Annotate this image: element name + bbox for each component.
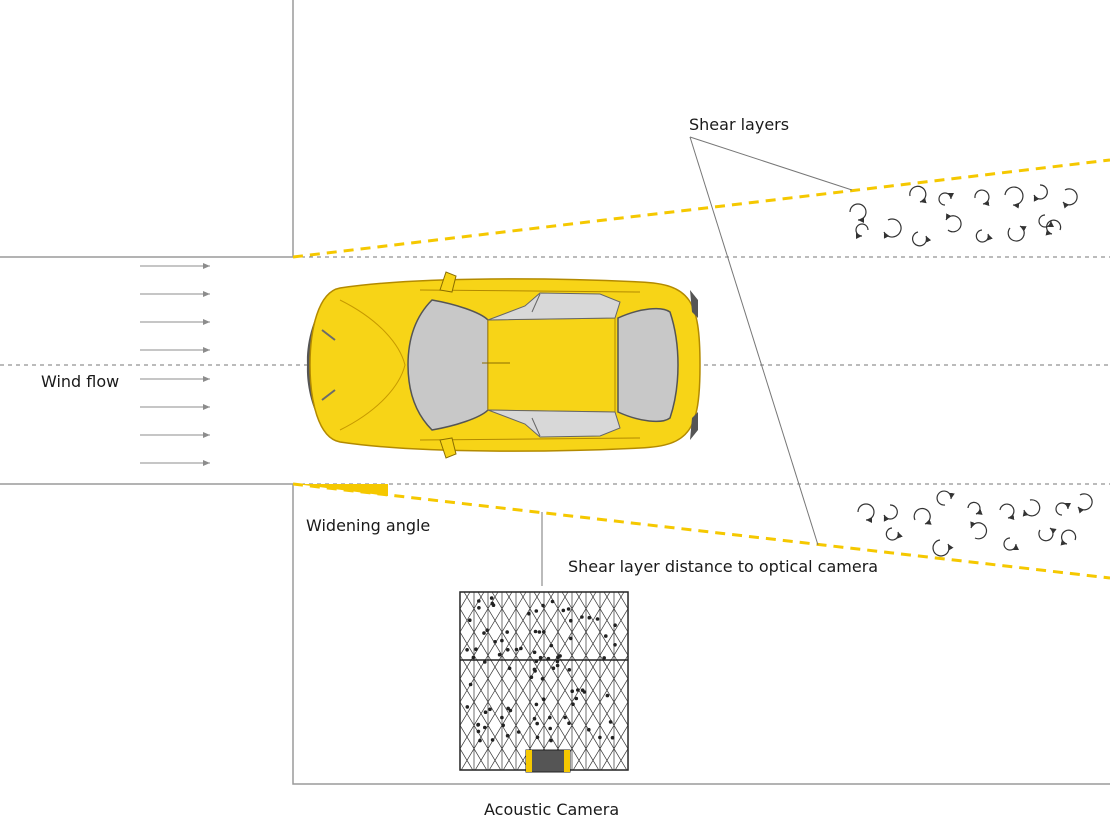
vortex-icon: [1038, 527, 1057, 542]
vortex-icon: [1003, 537, 1019, 551]
lower-vortices: [857, 490, 1093, 557]
vortex-icon: [855, 223, 869, 239]
vortex-icon: [1060, 529, 1077, 546]
vortex-icon: [1004, 186, 1024, 209]
rear-window: [617, 307, 679, 423]
vortex-icon: [883, 504, 898, 522]
widening-angle-wedge: [296, 484, 388, 496]
shear-layers-label: Shear layers: [689, 115, 789, 134]
vortex-icon: [1022, 499, 1041, 517]
upper-shear-layer: [292, 158, 1110, 259]
vortex-icon: [945, 213, 962, 233]
vortex-icon: [967, 501, 983, 515]
car-icon: [306, 271, 701, 459]
acoustic-camera-label: Acoustic Camera: [484, 800, 619, 819]
shear-layer-distance-label: Shear layer distance to optical camera: [568, 557, 878, 576]
acoustic-camera-icon: [459, 591, 629, 773]
vortex-icon: [883, 218, 902, 239]
vortex-icon: [938, 192, 954, 206]
side-mirror: [439, 437, 457, 459]
leader-lines: [541, 136, 853, 586]
vortex-icon: [909, 185, 927, 204]
lower-shear-layer: [292, 482, 1110, 580]
vortex-icon: [970, 521, 988, 540]
vortex-icon: [857, 503, 875, 523]
vortex-icon: [975, 229, 993, 243]
vortex-icon: [1007, 225, 1027, 242]
vortex-icon: [1077, 493, 1093, 514]
vortex-icon: [936, 490, 955, 506]
widening-angle-label: Widening angle: [306, 516, 430, 535]
shear-layer-lines: [292, 158, 1110, 580]
vortex-icon: [1045, 219, 1062, 236]
vortex-icon: [974, 189, 990, 207]
wind-flow-label: Wind flow: [41, 372, 119, 391]
vortex-icon: [1038, 214, 1054, 228]
vortex-icon: [912, 231, 932, 247]
vortex-icon: [1033, 184, 1048, 202]
wind-flow-arrows: [140, 263, 210, 466]
vortex-icon: [913, 507, 932, 525]
side-mirror: [439, 271, 457, 293]
vortex-icon: [1062, 188, 1078, 209]
vortex-icon: [885, 527, 903, 541]
vortex-icon: [1055, 502, 1071, 516]
windshield: [407, 299, 489, 431]
vortex-icon: [932, 539, 954, 557]
vortex-icon: [849, 203, 867, 223]
vortex-icon: [999, 503, 1015, 521]
upper-vortices: [849, 184, 1078, 247]
